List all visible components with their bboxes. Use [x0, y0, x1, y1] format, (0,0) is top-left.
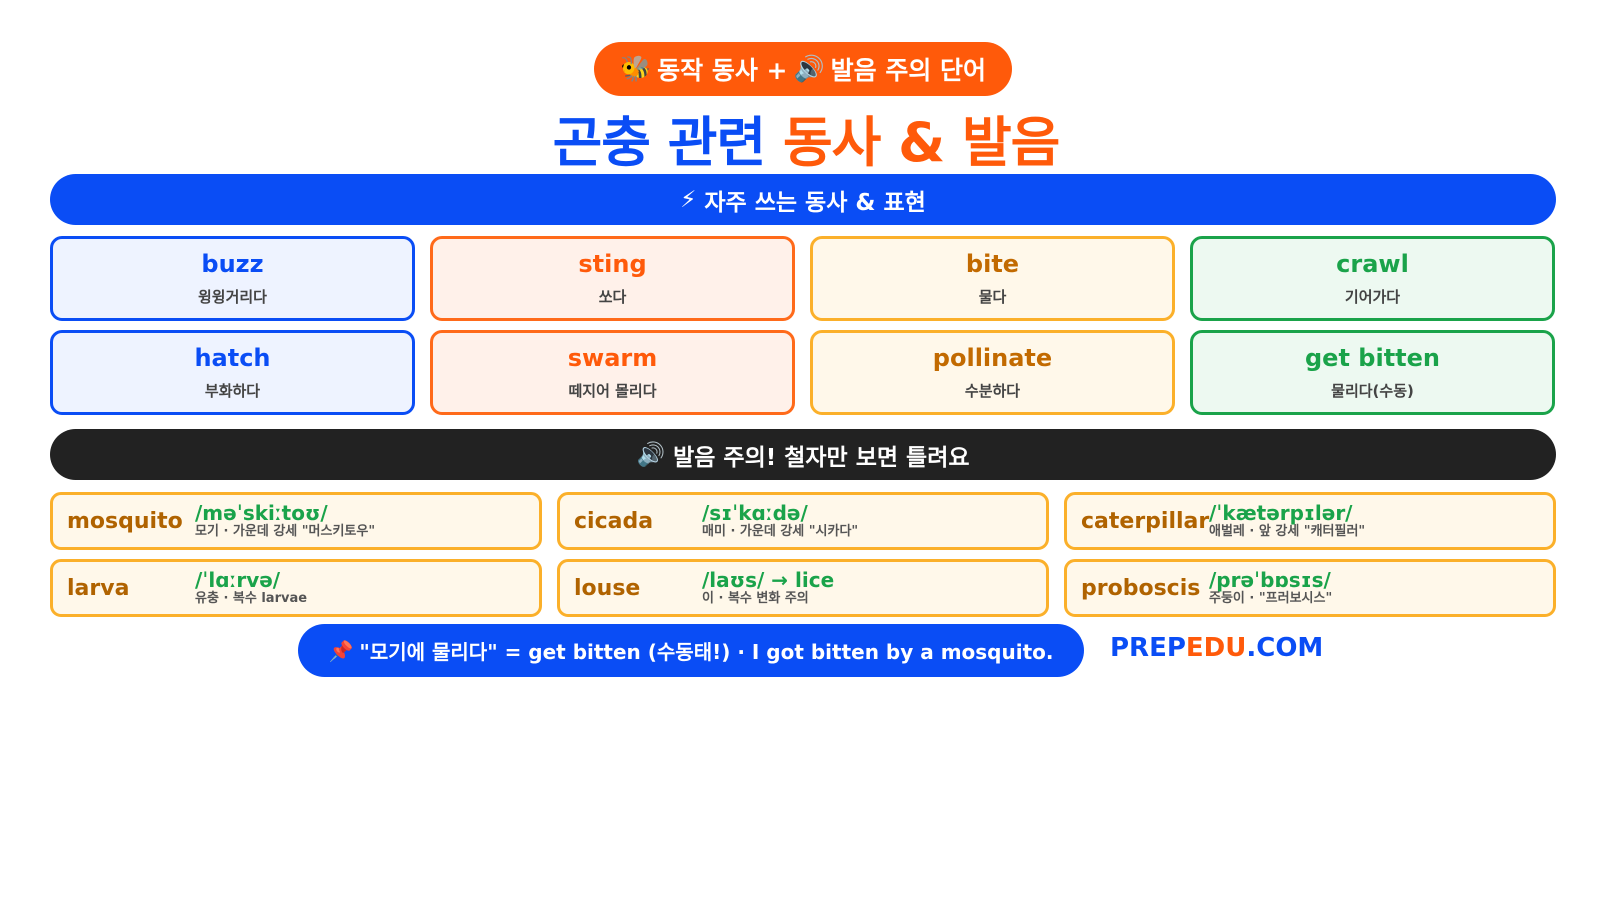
verb-meaning: 윙윙거리다	[197, 288, 267, 306]
verb-word: swarm	[567, 344, 658, 372]
tip-banner: 📌 "모기에 물리다" = get bitten (수동태!) · I got …	[298, 624, 1084, 677]
category-pill: 🐝 동작 동사 + 🔊 발음 주의 단어	[594, 42, 1012, 96]
pron-note: 모기 · 가운데 강세 "머스키토우"	[195, 524, 376, 539]
pronunciation-card: caterpillar /ˈkætərpɪlər/ 애벌레 · 앞 강세 "캐터…	[1064, 492, 1556, 550]
pronunciation-card: proboscis /prəˈbɒsɪs/ 주둥이 · "프러보시스"	[1064, 559, 1556, 617]
title-part-1: 곤충 관련	[552, 111, 767, 174]
pron-word: mosquito	[67, 508, 183, 534]
pronunciation-card: cicada /sɪˈkɑːdə/ 매미 · 가운데 강세 "시카다"	[557, 492, 1049, 550]
page-title: 곤충 관련 동사 & 발음	[0, 98, 1600, 177]
verb-card: crawl 기어가다	[1190, 236, 1555, 321]
pron-info: /sɪˈkɑːdə/ 매미 · 가운데 강세 "시카다"	[702, 502, 858, 540]
bee-icon: 🐝	[619, 54, 652, 83]
speaker-icon: 🔊	[793, 54, 825, 83]
verb-card: get bitten 물리다(수동)	[1190, 330, 1555, 415]
pron-ipa: /ˈkætərpɪlər/	[1209, 501, 1353, 525]
pron-ipa: /sɪˈkɑːdə/	[702, 501, 808, 525]
verb-word: get bitten	[1305, 344, 1440, 372]
category-pill-text-right: 발음 주의 단어	[830, 56, 987, 85]
pron-word: caterpillar	[1081, 508, 1210, 534]
verb-meaning: 수분하다	[964, 382, 1021, 400]
pron-info: /prəˈbɒsɪs/ 주둥이 · "프러보시스"	[1209, 569, 1332, 607]
verbs-section-header: ⚡ 자주 쓰는 동사 & 표현	[50, 174, 1556, 225]
pron-word: cicada	[574, 508, 654, 534]
verb-word: pollinate	[932, 344, 1053, 372]
pron-note: 애벌레 · 앞 강세 "캐터필러"	[1209, 524, 1366, 539]
pron-ipa: /prəˈbɒsɪs/	[1209, 568, 1331, 592]
pron-note: 주둥이 · "프러보시스"	[1209, 591, 1333, 606]
pronunciation-card-grid: mosquito /məˈskiːtoʊ/ 모기 · 가운데 강세 "머스키토우…	[50, 492, 1556, 617]
brand-part-3: .COM	[1246, 633, 1324, 663]
verb-word: hatch	[194, 344, 271, 372]
pronunciation-section-header: 🔊 발음 주의! 철자만 보면 틀려요	[50, 429, 1556, 480]
pron-info: /ˈkætərpɪlər/ 애벌레 · 앞 강세 "캐터필러"	[1209, 502, 1365, 540]
verb-meaning: 부화하다	[204, 382, 261, 400]
tip-text: "모기에 물리다" = get bitten (수동태!) · I got bi…	[359, 640, 1054, 664]
pron-info: /məˈskiːtoʊ/ 모기 · 가운데 강세 "머스키토우"	[195, 502, 375, 540]
verb-meaning: 물리다(수동)	[1331, 382, 1414, 400]
verb-card: sting 쏘다	[430, 236, 795, 321]
verb-meaning: 물다	[978, 288, 1007, 306]
pron-info: /ˈlɑːrvə/ 유충 · 복수 larvae	[195, 569, 307, 607]
verb-card: swarm 떼지어 몰리다	[430, 330, 795, 415]
category-pill-text-left: 동작 동사 +	[657, 56, 788, 85]
pron-word: larva	[67, 575, 130, 601]
pron-ipa: /məˈskiːtoʊ/	[195, 501, 328, 525]
pron-word: proboscis	[1081, 575, 1201, 601]
verb-card: hatch 부화하다	[50, 330, 415, 415]
verb-card: pollinate 수분하다	[810, 330, 1175, 415]
pron-word: louse	[574, 575, 641, 601]
brand-part-1: PREP	[1110, 633, 1186, 663]
pronunciation-section-label: 발음 주의! 철자만 보면 틀려요	[673, 444, 970, 471]
verb-card-grid: buzz 윙윙거리다 sting 쏘다 bite 물다 crawl 기어가다 h…	[50, 236, 1556, 415]
verb-meaning: 쏘다	[598, 288, 627, 306]
verb-word: bite	[965, 250, 1020, 278]
verb-card: bite 물다	[810, 236, 1175, 321]
pron-info: /laʊs/ → lice 이 · 복수 변화 주의	[702, 569, 834, 607]
pronunciation-card: mosquito /məˈskiːtoʊ/ 모기 · 가운데 강세 "머스키토우…	[50, 492, 542, 550]
pron-ipa: /ˈlɑːrvə/	[195, 568, 281, 592]
title-part-2: 동사 & 발음	[782, 111, 1060, 174]
pronunciation-card: larva /ˈlɑːrvə/ 유충 · 복수 larvae	[50, 559, 542, 617]
verb-word: sting	[578, 250, 647, 278]
pronunciation-card: louse /laʊs/ → lice 이 · 복수 변화 주의	[557, 559, 1049, 617]
verb-meaning: 떼지어 몰리다	[568, 382, 657, 400]
lightning-icon: ⚡	[680, 186, 697, 213]
pron-note: 매미 · 가운데 강세 "시카다"	[702, 524, 859, 539]
brand-part-2: EDU	[1185, 633, 1247, 663]
pushpin-icon: 📌	[328, 638, 354, 663]
verb-word: buzz	[201, 250, 264, 278]
pron-note: 유충 · 복수 larvae	[195, 591, 308, 606]
pron-note: 이 · 복수 변화 주의	[702, 591, 809, 606]
pron-ipa: /laʊs/ → lice	[702, 568, 835, 592]
brand-logo: PREPEDU.COM	[1110, 633, 1323, 663]
verbs-section-label: 자주 쓰는 동사 & 표현	[704, 189, 926, 216]
speaker-icon: 🔊	[636, 442, 666, 468]
verb-meaning: 기어가다	[1344, 288, 1401, 306]
verb-card: buzz 윙윙거리다	[50, 236, 415, 321]
verb-word: crawl	[1336, 250, 1409, 278]
